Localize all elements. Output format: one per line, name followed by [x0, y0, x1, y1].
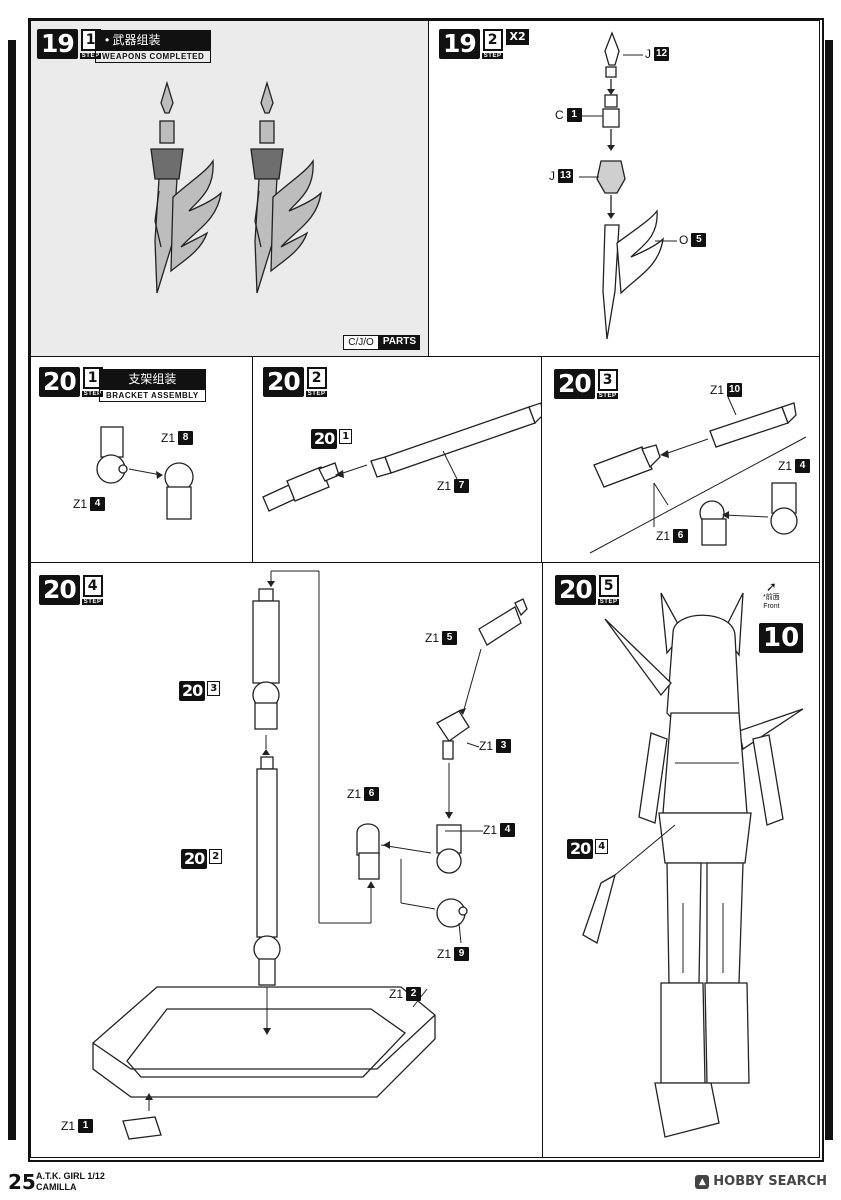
weapon-left [150, 80, 222, 294]
step-number: 20 [554, 369, 595, 399]
reference-step-10: 10 [759, 623, 804, 653]
parts-tag: C/J/O PARTS [343, 335, 420, 350]
parts-word: PARTS [378, 335, 420, 350]
weapon-illustrations [150, 80, 322, 294]
step-20-4-panel: 20 4 STEP 20 3 20 2 [30, 562, 543, 1158]
title-english: BRACKET ASSEMBLY [99, 390, 206, 402]
step-word: STEP [79, 53, 102, 59]
step-word: STEP [305, 391, 328, 397]
step-badge: 20 4 STEP [39, 575, 104, 605]
parts-letters: C/J/O [343, 335, 379, 350]
step-20-2-diagram [262, 402, 541, 512]
reference-step-20-2: 20 2 [181, 849, 223, 869]
reference-step-20-4: 20 4 [567, 839, 609, 859]
product-name: CAMILLA [36, 1182, 77, 1192]
step-badge: 20 5 STEP [555, 575, 620, 605]
step-number: 20 [263, 367, 304, 397]
sub-step-number: 3 [597, 369, 618, 391]
step-word: STEP [81, 391, 104, 397]
step-19-1-panel: 19 1 STEP • 武器组装 WEAPONS COMPLETED C/J/O [30, 20, 429, 357]
title-chinese: 武器组装 [112, 33, 161, 47]
figure-on-stand-illustration [582, 592, 804, 1138]
sub-step-number: 4 [82, 575, 103, 597]
step-19-2-panel: 19 2 STEP X2 [428, 20, 820, 357]
step-title: 支架组装 BRACKET ASSEMBLY [99, 369, 206, 402]
reference-step-20-3: 20 3 [179, 681, 221, 701]
step-badge: 20 3 STEP [554, 369, 619, 399]
step-word: STEP [596, 393, 619, 399]
right-edge-bar [825, 40, 833, 1140]
step-19-2-diagram [579, 31, 677, 340]
hobby-search-logo-icon: ▲ [695, 1174, 710, 1189]
front-arrow-icon: ➚ [765, 579, 777, 594]
sub-step-number: 2 [306, 367, 327, 389]
step-number: 20 [39, 575, 80, 605]
sub-step-number: 5 [598, 575, 619, 597]
quantity-multiplier: X2 [506, 29, 529, 45]
sub-step-number: 2 [482, 29, 503, 51]
step-number: 20 [39, 367, 80, 397]
watermark: ▲ HOBBY SEARCH [695, 1174, 827, 1189]
step-badge: 20 2 STEP [263, 367, 328, 397]
left-edge-bar [8, 40, 16, 1140]
step-20-4-diagram [92, 570, 528, 1140]
front-direction-label: ➚ *前面 Front [763, 579, 780, 610]
step-20-1-diagram [96, 426, 194, 520]
title-english: WEAPONS COMPLETED [95, 51, 212, 63]
step-word: STEP [81, 599, 104, 605]
step-20-5-panel: 20 5 STEP ➚ *前面 Front 10 20 4 [542, 562, 820, 1158]
title-chinese: 支架组装 [99, 369, 206, 390]
page-frame [28, 18, 824, 1162]
step-number: 19 [37, 29, 78, 59]
step-badge: 19 2 STEP X2 [439, 29, 529, 59]
step-20-3-diagram [589, 396, 807, 554]
step-badge: 19 1 STEP [37, 29, 102, 59]
step-word: STEP [481, 53, 504, 59]
watermark-text: HOBBY SEARCH [713, 1174, 827, 1189]
page-number: 25 [8, 1170, 36, 1194]
step-title: • 武器组装 WEAPONS COMPLETED [95, 30, 212, 63]
step-number: 19 [439, 29, 480, 59]
step-word: STEP [597, 599, 620, 605]
step-number: 20 [555, 575, 596, 605]
reference-step-badge: 20 1 [311, 429, 353, 449]
product-line: A.T.K. GIRL 1/12 [36, 1171, 105, 1181]
weapon-right [250, 80, 322, 294]
